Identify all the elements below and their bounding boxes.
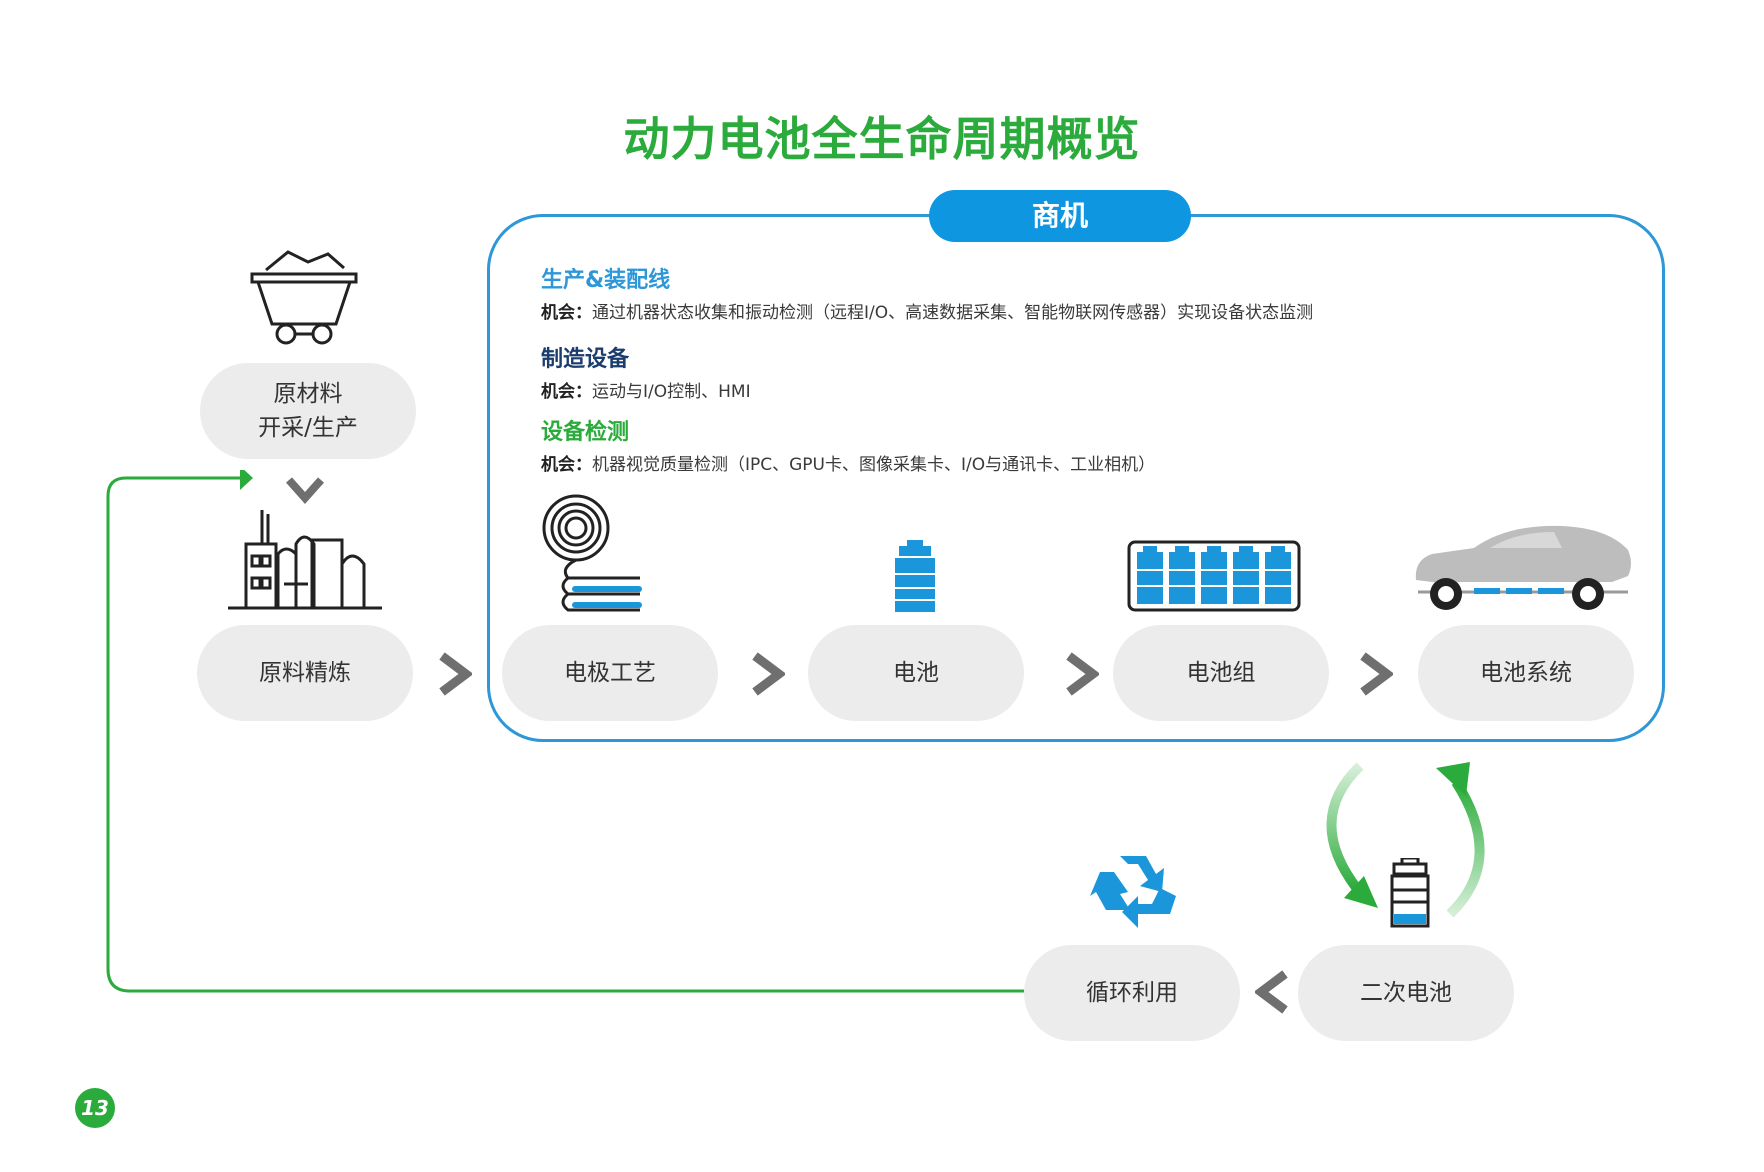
section-prefix: 机会： [541, 303, 592, 323]
factory-icon [228, 510, 382, 610]
node-raw-material-line1: 原材料 [273, 381, 343, 407]
section-heading-inspection: 设备检测 [541, 420, 630, 445]
section-heading-equipment: 制造设备 [541, 347, 630, 372]
node-refining: 原料精炼 [197, 625, 413, 721]
chevron-right-icon [1360, 652, 1393, 696]
second-battery-icon [1390, 858, 1430, 928]
section-heading-production: 生产&装配线 [541, 268, 671, 293]
section-body: 运动与I/O控制、HMI [592, 382, 751, 402]
chevron-down-icon [286, 477, 324, 505]
node-battery: 电池 [808, 625, 1024, 721]
section-body: 机器视觉质量检测（IPC、GPU卡、图像采集卡、I/O与通讯卡、工业相机） [592, 455, 1156, 475]
node-battery-system: 电池系统 [1418, 625, 1634, 721]
section-text-production: 机会：通过机器状态收集和振动检测（远程I/O、高速数据采集、智能物联网传感器）实… [541, 298, 1313, 323]
opportunity-label: 商机 [929, 190, 1191, 242]
node-raw-material: 原材料开采/生产 [200, 363, 416, 459]
return-loop-arrow [106, 470, 1024, 993]
section-prefix: 机会： [541, 455, 592, 475]
section-body: 通过机器状态收集和振动检测（远程I/O、高速数据采集、智能物联网传感器）实现设备… [592, 303, 1314, 323]
chevron-right-icon [752, 652, 785, 696]
section-prefix: 机会： [541, 382, 592, 402]
node-electrode: 电极工艺 [502, 625, 718, 721]
recycle-icon [1090, 856, 1176, 928]
node-battery-pack: 电池组 [1113, 625, 1329, 721]
section-text-inspection: 机会：机器视觉质量检测（IPC、GPU卡、图像采集卡、I/O与通讯卡、工业相机） [541, 450, 1155, 475]
node-second-life: 二次电池 [1298, 945, 1514, 1041]
coil-icon [542, 494, 642, 612]
chevron-left-icon [1255, 970, 1288, 1014]
mine-cart-icon [250, 250, 358, 345]
page-title: 动力电池全生命周期概览 [623, 112, 1141, 166]
node-raw-material-line2: 开采/生产 [258, 415, 358, 441]
page-number: 13 [75, 1088, 115, 1128]
car-icon [1415, 525, 1631, 610]
node-recycle: 循环利用 [1024, 945, 1240, 1041]
cycle-arrows-icon [1326, 762, 1485, 918]
chevron-right-icon [439, 652, 472, 696]
battery-icon [895, 540, 935, 612]
section-text-equipment: 机会：运动与I/O控制、HMI [541, 377, 751, 402]
battery-pack-icon [1127, 540, 1301, 612]
chevron-right-icon [1066, 652, 1099, 696]
